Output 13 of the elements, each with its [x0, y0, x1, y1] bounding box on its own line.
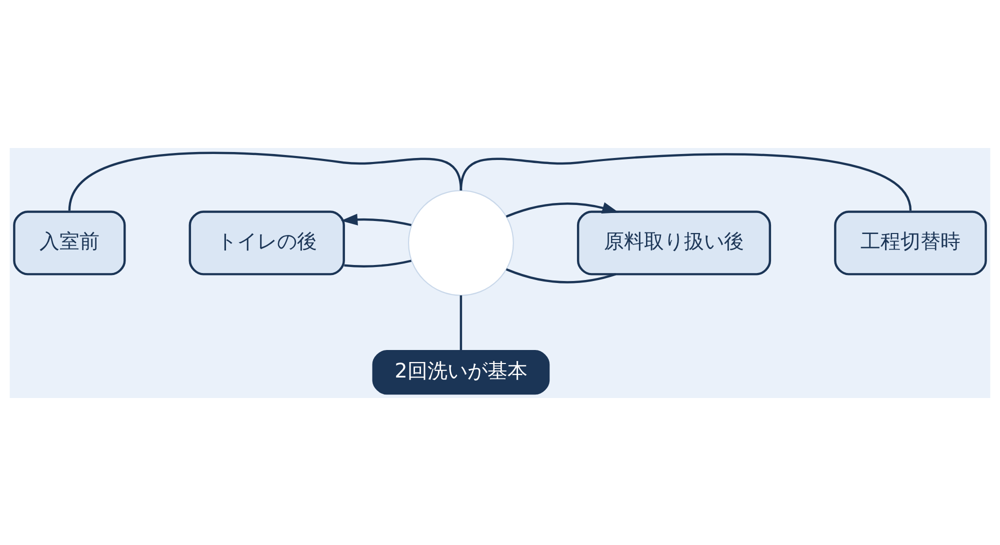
connector: [460, 294, 462, 351]
arrow: [340, 213, 412, 226]
node-box: 2回洗いが基本: [372, 350, 550, 394]
node-box: トイレの後: [188, 210, 345, 275]
connector: [68, 151, 462, 210]
connector: [460, 152, 912, 210]
node-box: 原料取り扱い後: [576, 210, 772, 275]
connector: [506, 268, 616, 283]
node-box: 入室前: [13, 210, 126, 275]
node-circle: [408, 189, 514, 296]
connector: [344, 259, 412, 267]
node-box: 工程切替時: [834, 210, 987, 275]
arrow: [506, 202, 619, 218]
